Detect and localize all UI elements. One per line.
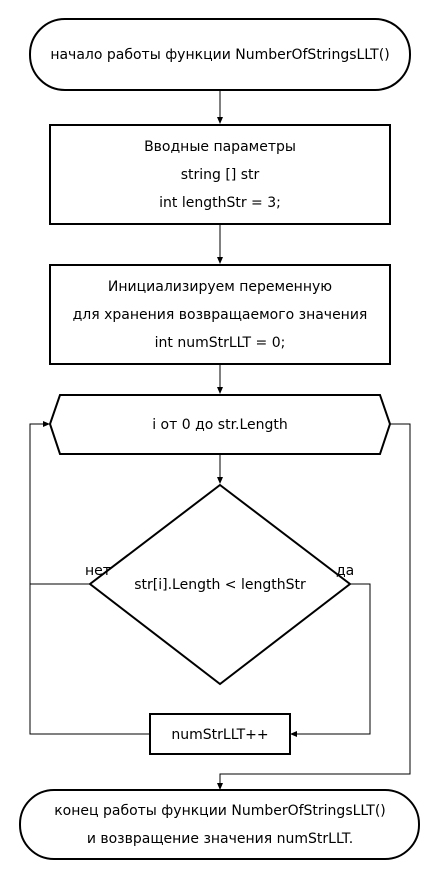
init-variable-line3: int numStrLLT = 0; <box>155 335 286 351</box>
increment-shape <box>149 713 291 755</box>
input-parameters-shape <box>49 124 391 225</box>
init-variable-line1: Инициализируем переменную <box>108 279 332 295</box>
start-terminator-shape <box>29 18 411 91</box>
start-terminator-label: начало работы функции NumberOfStringsLLT… <box>50 47 389 63</box>
input-parameters-block: Вводные параметры string [] str int leng… <box>49 124 391 225</box>
condition-yes-label: да <box>336 563 354 579</box>
condition-block: str[i].Length < lengthStr нет да <box>85 483 354 686</box>
loop-hexagon-shape <box>48 394 392 455</box>
edge-condition-yes-to-increment <box>294 583 371 735</box>
input-parameters-length: int lengthStr = 3; <box>159 195 281 211</box>
end-terminator-line1: конец работы функции NumberOfStringsLLT(… <box>54 803 386 819</box>
init-variable-shape <box>49 264 391 365</box>
init-variable-line2: для хранения возвращаемого значения <box>73 307 368 323</box>
init-variable-block: Инициализируем переменную для хранения в… <box>49 264 391 365</box>
input-parameters-str: string [] str <box>181 167 260 183</box>
end-terminator-line2: и возвращение значения numStrLLT. <box>87 831 353 847</box>
increment-block: numStrLLT++ <box>149 713 291 755</box>
input-parameters-heading: Вводные параметры <box>144 139 296 155</box>
arrow-start-to-input <box>217 117 223 124</box>
arrow-init-to-loop <box>217 387 223 394</box>
condition-no-label: нет <box>85 563 111 579</box>
end-terminator-shape <box>19 789 420 860</box>
edge-loop-exit-to-end <box>219 423 411 786</box>
condition-diamond-shape <box>88 483 352 686</box>
loop-label: i от 0 до str.Length <box>152 417 288 433</box>
edge-condition-no-to-loop <box>29 423 90 585</box>
start-terminator: начало работы функции NumberOfStringsLLT… <box>29 18 411 91</box>
increment-label: numStrLLT++ <box>171 727 268 743</box>
arrow-loop-to-condition <box>217 477 223 484</box>
arrow-back-to-loop <box>43 421 50 427</box>
end-terminator: конец работы функции NumberOfStringsLLT(… <box>19 789 420 860</box>
arrow-condition-yes-to-increment <box>290 731 297 737</box>
condition-label: str[i].Length < lengthStr <box>134 577 306 593</box>
arrow-loop-exit-to-end <box>217 783 223 790</box>
flowchart-edges <box>29 90 411 790</box>
edge-increment-to-loop <box>29 584 150 735</box>
loop-block: i от 0 до str.Length <box>48 394 392 455</box>
arrow-input-to-init <box>217 257 223 264</box>
